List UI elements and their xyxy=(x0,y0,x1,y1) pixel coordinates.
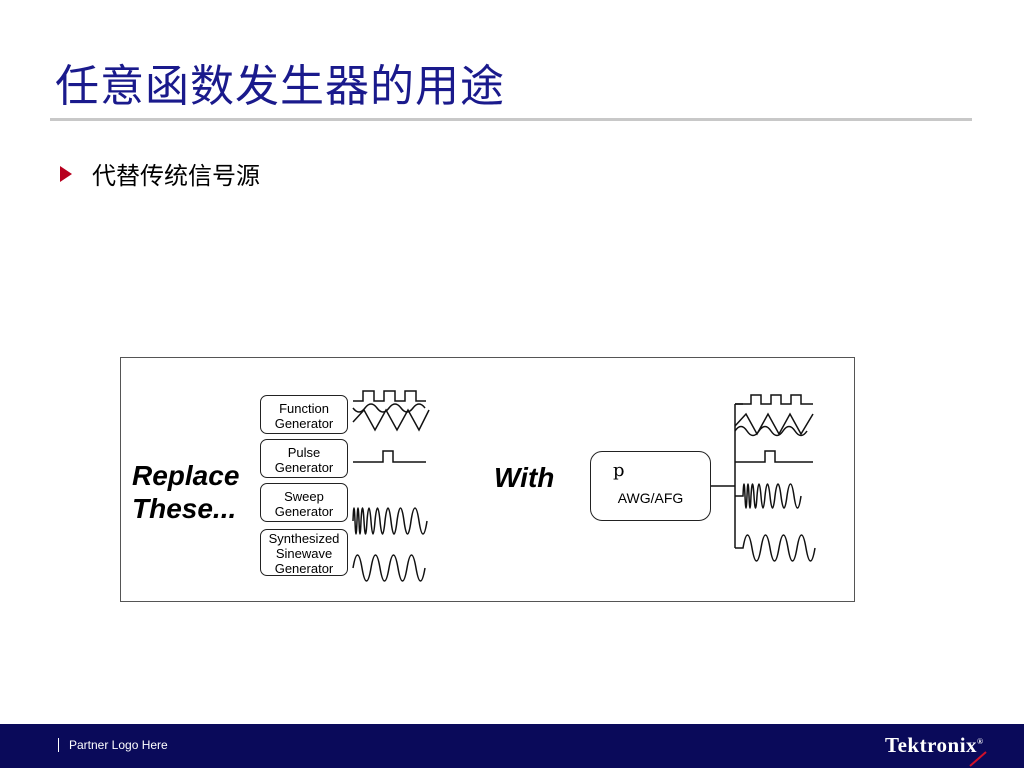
replace-label: Replace These... xyxy=(132,459,239,525)
awg-label: AWG/AFG xyxy=(617,490,684,506)
square-wave-left xyxy=(353,390,426,402)
tektronix-logo: Tektronix® xyxy=(885,733,984,758)
sweep-generator-box: Sweep Generator xyxy=(260,483,348,522)
gen-label-line: Generator xyxy=(274,460,334,475)
triangle-wave-left xyxy=(352,408,430,432)
sweep-wave-right xyxy=(735,483,802,509)
sweep-wave-left xyxy=(352,507,428,535)
gen-label-line: Sinewave xyxy=(275,546,333,561)
brand-mark: ® xyxy=(977,737,984,746)
footer-bar: Partner Logo Here Tektronix® xyxy=(0,724,1024,768)
gen-label-line: Sweep xyxy=(284,489,324,504)
awg-symbol: p xyxy=(613,460,625,481)
sine-wave-left xyxy=(352,554,426,582)
title-divider xyxy=(50,118,972,121)
generator-diagram: Replace These... With Function Generator… xyxy=(120,357,855,602)
slide-title: 任意函数发生器的用途 xyxy=(55,61,505,112)
awg-afg-box: p AWG/AFG xyxy=(590,451,711,521)
sine-wave-right-upper xyxy=(734,425,808,437)
function-generator-box: Function Generator xyxy=(260,395,348,434)
replace-line-1: Replace xyxy=(132,460,240,491)
bullet-text: 代替传统信号源 xyxy=(92,162,260,190)
triangle-wave-right xyxy=(734,412,814,436)
footer-separator xyxy=(58,738,59,752)
synthesized-sinewave-generator-box: Synthesized Sinewave Generator xyxy=(260,529,348,576)
brand-name: Tektronix xyxy=(885,733,978,757)
sine-wave-left-upper xyxy=(352,403,426,413)
replace-line-2: These... xyxy=(132,493,237,524)
gen-label-line: Function xyxy=(279,401,329,416)
pulse-wave-right xyxy=(735,450,813,463)
square-wave-right xyxy=(735,394,813,405)
logo-swoosh-icon xyxy=(969,751,987,767)
waveform-drawing xyxy=(352,390,816,582)
with-label: With xyxy=(494,462,555,493)
gen-label-line: Synthesized xyxy=(268,531,340,546)
sine-wave-right xyxy=(735,534,816,562)
pulse-wave-left xyxy=(353,450,426,463)
gen-label-line: Generator xyxy=(274,561,334,576)
bullet-triangle-icon xyxy=(60,165,72,182)
pulse-generator-box: Pulse Generator xyxy=(260,439,348,478)
gen-label-line: Generator xyxy=(274,504,334,519)
partner-logo-placeholder: Partner Logo Here xyxy=(69,738,168,752)
gen-label-line: Pulse xyxy=(287,445,321,460)
gen-label-line: Generator xyxy=(274,416,334,431)
awg-connector xyxy=(711,404,736,548)
bullet-item: 代替传统信号源 xyxy=(60,156,260,191)
